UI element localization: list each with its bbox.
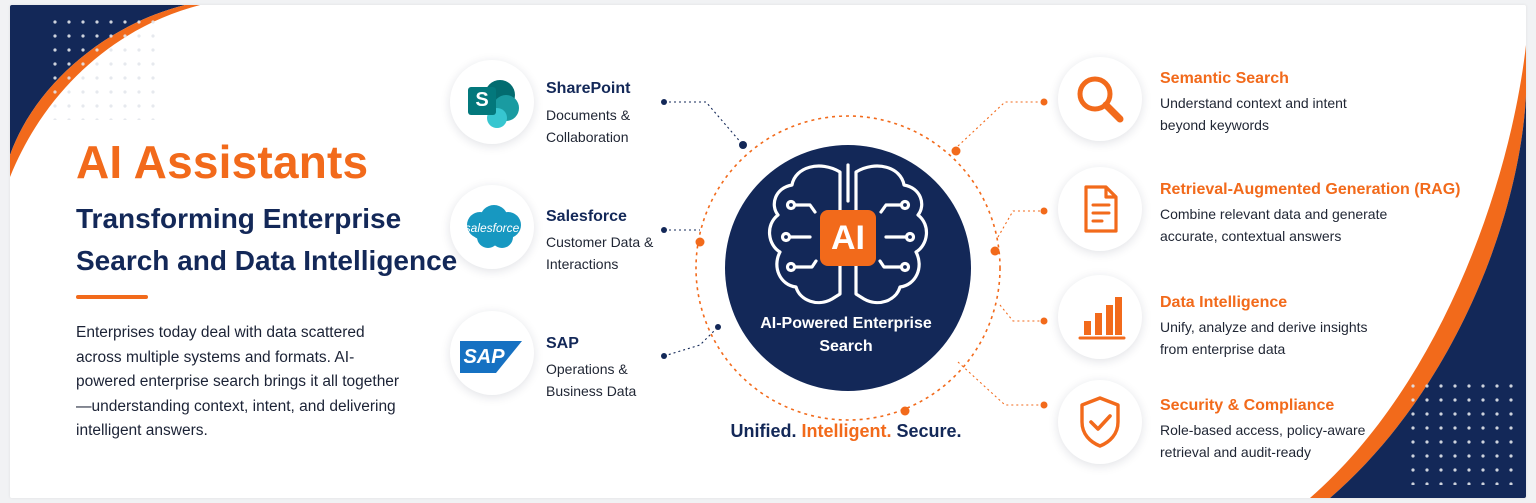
tagline-intelligent: Intelligent.	[801, 421, 892, 441]
decorative-background	[10, 5, 1526, 498]
hero-title: AI Assistants	[76, 136, 369, 188]
feature-title-semantic-search: Semantic Search	[1160, 70, 1289, 87]
ring-dot	[695, 237, 705, 247]
connector-security	[957, 361, 1042, 406]
corner-swoosh-bottom-right-orange	[1310, 45, 1526, 498]
sharepoint-logo-letter: S	[475, 89, 489, 111]
feature-title-rag: Retrieval-Augmented Generation (RAG)	[1160, 181, 1461, 198]
feature-desc-data-intelligence: Unify, analyze and derive insights from …	[1160, 319, 1368, 357]
connector-dot	[1040, 207, 1048, 215]
sharepoint-logo-circle: S	[450, 60, 534, 144]
salesforce-logo-circle: salesforce	[450, 185, 534, 269]
feature-desc-rag: Combine relevant data and generate accur…	[1160, 206, 1388, 244]
salesforce-logo-text: salesforce	[464, 221, 520, 235]
connector-dot	[1040, 401, 1048, 409]
hero-description: Enterprises today deal with data scatter…	[76, 324, 400, 439]
feature-circle-security	[1058, 380, 1142, 464]
connector-sharepoint	[664, 101, 744, 146]
connector-rag	[997, 210, 1042, 238]
ai-badge-text: AI	[831, 219, 865, 257]
tagline: Unified. Intelligent. Secure.	[710, 421, 982, 442]
connector-dot	[739, 141, 747, 149]
connector-semantic-search	[957, 101, 1042, 147]
source-title-sap: SAP	[546, 335, 579, 352]
feature-circle-rag	[1058, 167, 1142, 251]
sap-logo-circle: SAP	[450, 311, 534, 395]
source-desc-salesforce: Customer Data & Interactions	[546, 234, 654, 272]
hub-dashed-ring	[695, 115, 1001, 421]
magnifier-icon	[1077, 76, 1124, 123]
connector-dot	[1040, 98, 1048, 106]
feature-desc-security: Role-based access, policy-aware retrieva…	[1160, 422, 1366, 460]
source-title-salesforce: Salesforce	[546, 208, 627, 225]
source-title-sharepoint: SharePoint	[546, 80, 631, 97]
feature-title-security: Security & Compliance	[1160, 397, 1335, 414]
tagline-unified: Unified.	[730, 421, 797, 441]
ai-badge-box	[820, 210, 876, 266]
document-icon	[1084, 185, 1118, 233]
connector-dot	[661, 353, 667, 359]
feature-circle-data-intelligence	[1058, 275, 1142, 359]
ring-dot	[951, 146, 961, 156]
hero-subtitle: Transforming Enterprise Search and Data …	[76, 203, 458, 276]
hub-label: AI-Powered Enterprise Search	[760, 315, 932, 355]
shield-check-icon	[1080, 396, 1120, 448]
brain-circuit-icon	[768, 163, 928, 305]
feature-desc-semantic-search: Understand context and intent beyond key…	[1160, 95, 1347, 133]
connector-dot	[715, 324, 721, 330]
sap-logo-text: SAP	[463, 346, 505, 368]
salesforce-logo-icon	[467, 205, 521, 248]
feature-title-data-intelligence: Data Intelligence	[1160, 294, 1288, 311]
connector-sap	[663, 326, 719, 357]
sap-logo-icon	[460, 341, 522, 373]
ring-dot	[990, 246, 1000, 256]
ring-dot	[900, 406, 910, 416]
bar-chart-icon	[1078, 297, 1126, 340]
tagline-secure: Secure.	[896, 421, 962, 441]
connector-data-intelligence	[999, 304, 1042, 322]
source-desc-sharepoint: Documents & Collaboration	[546, 107, 631, 145]
banner-card: AI AI Assistants Transforming Enterprise…	[10, 5, 1526, 498]
connector-dot	[1040, 317, 1048, 325]
sharepoint-logo-icon	[468, 80, 519, 128]
feature-circle-semantic-search	[1058, 57, 1142, 141]
source-desc-sap: Operations & Business Data	[546, 361, 637, 399]
connector-dot	[661, 99, 667, 105]
title-underline	[76, 295, 148, 299]
connector-dot	[661, 227, 667, 233]
